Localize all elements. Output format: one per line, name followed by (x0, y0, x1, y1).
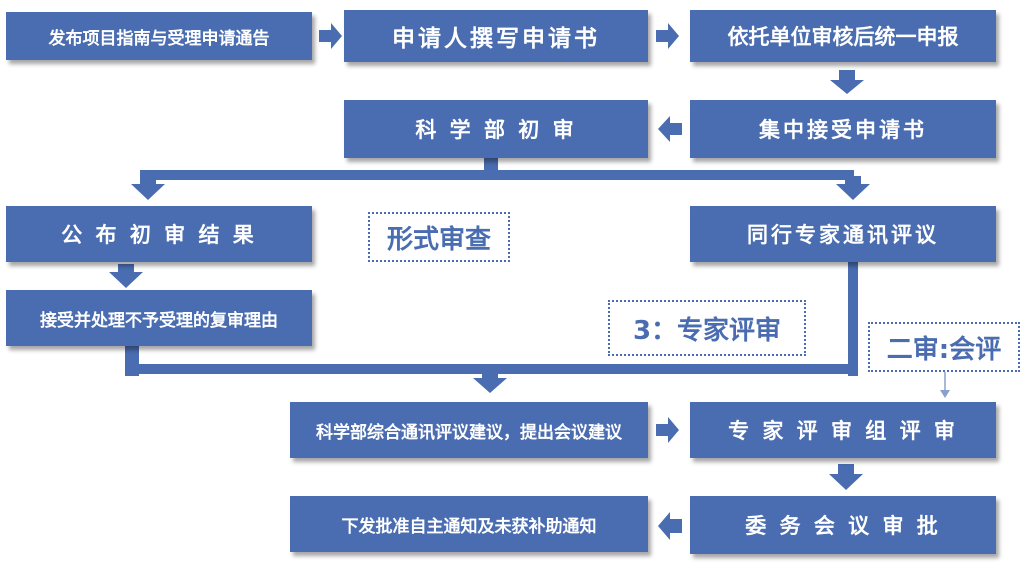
step-publish-initial-results: 公 布 初 审 结 果 (6, 206, 312, 262)
step-publish-guide: 发布项目指南与受理申请通告 (6, 12, 312, 60)
arrow-right-2 (656, 23, 679, 49)
step-publish-guide-label: 发布项目指南与受理申请通告 (48, 28, 270, 49)
arrow-down-merge (473, 372, 507, 393)
tag-expert-review-label: 3：专家评审 (632, 315, 782, 346)
step-peer-review-label: 同行专家通讯评议 (747, 223, 939, 247)
step-panel-review-label: 专 家 评 审 组 评 审 (728, 419, 958, 443)
arrow-left-1 (658, 116, 682, 142)
arrow-down-3 (829, 464, 863, 490)
step-write-application: 申请人撰写申请书 (344, 10, 648, 62)
arrow-left-2 (658, 512, 682, 540)
step-publish-initial-results-label: 公 布 初 审 结 果 (61, 223, 257, 247)
tag-pointer-head (940, 390, 950, 398)
tag-formal-review: 形式审查 (368, 212, 510, 262)
connector-right-drop (848, 262, 858, 376)
step-integrate-opinions-label: 科学部综合通讯评议建议，提出会议建议 (316, 422, 622, 443)
step-handle-appeals: 接受并处理不予受理的复审理由 (6, 290, 312, 346)
step-initial-review: 科 学 部 初 审 (344, 100, 648, 158)
connector-split-bar (140, 170, 854, 180)
arrow-down-1 (830, 70, 864, 94)
step-unit-review-label: 依托单位审核后统一申报 (727, 25, 959, 49)
arrow-down-2 (109, 264, 143, 288)
step-handle-appeals-label: 接受并处理不予受理的复审理由 (40, 310, 278, 331)
arrow-right-3 (656, 417, 679, 443)
arrow-down-left-branch (131, 176, 165, 200)
step-peer-review: 同行专家通讯评议 (690, 206, 996, 262)
step-issue-notices-label: 下发批准自主通知及未获补助通知 (341, 516, 597, 537)
tag-second-review: 二审:会评 (868, 322, 1020, 372)
tag-second-review-label: 二审:会评 (886, 334, 1002, 365)
connector-merge-bar (125, 364, 858, 374)
step-integrate-opinions: 科学部综合通讯评议建议，提出会议建议 (290, 402, 648, 458)
step-issue-notices: 下发批准自主通知及未获补助通知 (290, 496, 648, 552)
arrow-right-1 (319, 23, 342, 49)
arrow-down-right-branch (836, 176, 870, 200)
tag-formal-review-label: 形式审查 (386, 224, 491, 255)
step-collect-applications: 集中接受申请书 (690, 100, 996, 158)
step-committee-approval-label: 委 务 会 议 审 批 (745, 514, 941, 538)
step-committee-approval: 委 务 会 议 审 批 (690, 496, 996, 554)
step-unit-review: 依托单位审核后统一申报 (690, 10, 996, 62)
tag-expert-review: 3：专家评审 (608, 300, 806, 356)
step-write-application-label: 申请人撰写申请书 (392, 26, 600, 52)
step-panel-review: 专 家 评 审 组 评 审 (690, 402, 996, 458)
step-initial-review-label: 科 学 部 初 审 (415, 118, 577, 142)
step-collect-applications-label: 集中接受申请书 (759, 118, 927, 142)
